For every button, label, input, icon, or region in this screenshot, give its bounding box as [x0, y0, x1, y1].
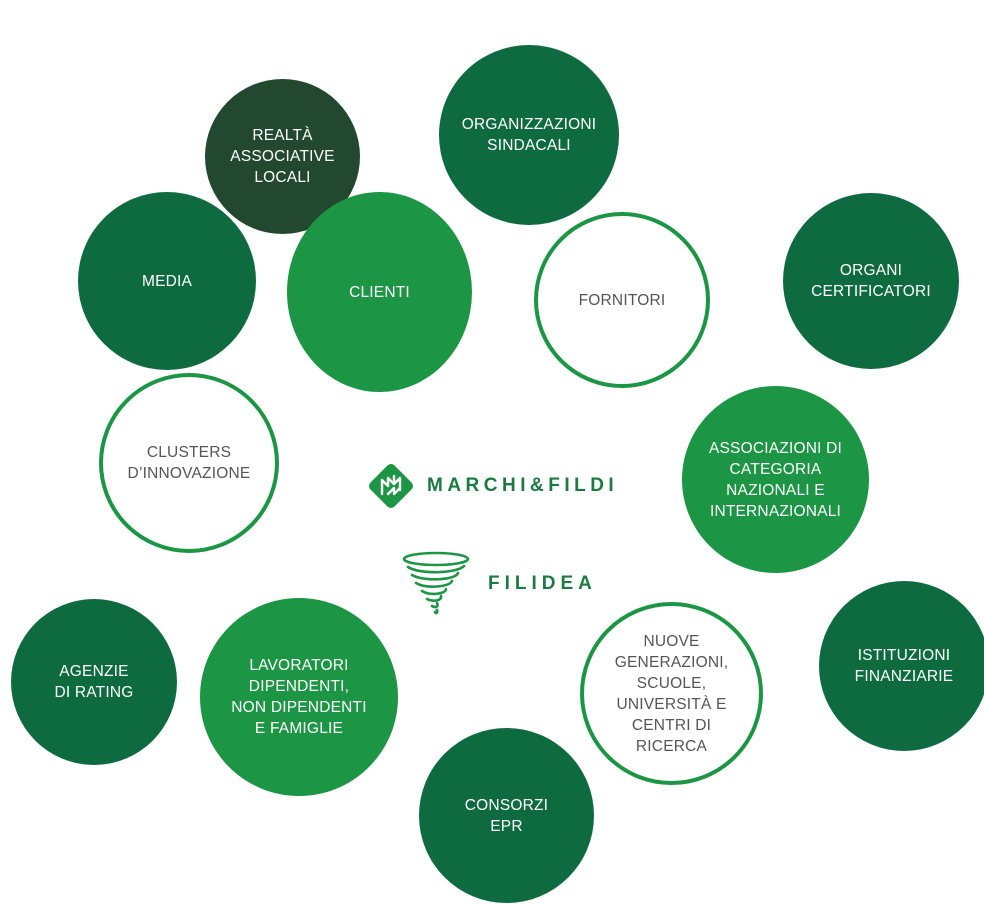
stakeholder-label: CONSORZI EPR [464, 796, 549, 835]
filidea-logo: FILIDEA [400, 550, 597, 618]
stakeholder-lavoratori: LAVORATORI DIPENDENTI, NON DIPENDENTI E … [200, 598, 398, 796]
stakeholder-organizzazioni-sindacali: ORGANIZZAZIONI SINDACALI [439, 45, 619, 225]
stakeholder-label: AGENZIE DI RATING [54, 663, 134, 701]
stakeholder-label: ASSOCIAZIONI DI CATEGORIA NAZIONALI E IN… [708, 439, 843, 520]
stakeholder-label: CLUSTERS D’INNOVAZIONE [127, 444, 251, 482]
stakeholder-consorzi-epr: CONSORZI EPR [419, 728, 594, 903]
stakeholder-label: ORGANIZZAZIONI SINDACALI [461, 116, 597, 154]
stakeholder-label: FORNITORI [578, 291, 666, 309]
stakeholder-associazioni-categoria: ASSOCIAZIONI DI CATEGORIA NAZIONALI E IN… [682, 386, 869, 573]
stakeholder-label: MEDIA [141, 272, 193, 290]
stakeholder-organi-certificatori: ORGANI CERTIFICATORI [783, 193, 959, 369]
stakeholder-istituzioni-finanziarie: ISTITUZIONI FINANZIARIE [819, 581, 984, 751]
stakeholder-clusters-innovazione: CLUSTERS D’INNOVAZIONE [99, 373, 279, 553]
stakeholder-label: REALTÀ ASSOCIATIVE LOCALI [230, 127, 335, 186]
marchi-fildi-wordmark: MARCHI&FILDI [427, 475, 619, 496]
filidea-swirl-icon [402, 551, 470, 615]
stakeholder-label: NUOVE GENERAZIONI, SCUOLE, UNIVERSITÀ E … [614, 632, 729, 755]
stakeholder-media: MEDIA [78, 192, 256, 370]
filidea-wordmark: FILIDEA [488, 573, 597, 594]
stakeholder-label: ISTITUZIONI FINANZIARIE [854, 647, 954, 685]
stakeholder-nuove-generazioni: NUOVE GENERAZIONI, SCUOLE, UNIVERSITÀ E … [580, 602, 763, 785]
stakeholder-label: CLIENTI [349, 283, 410, 301]
marchi-fildi-mark-icon [369, 464, 413, 508]
stakeholder-agenzie-rating: AGENZIE DI RATING [11, 599, 177, 765]
marchi-fildi-logo: MARCHI&FILDI [365, 460, 618, 512]
stakeholder-fornitori: FORNITORI [534, 212, 710, 388]
stakeholder-label: LAVORATORI DIPENDENTI, NON DIPENDENTI E … [231, 657, 367, 737]
stakeholder-label: ORGANI CERTIFICATORI [811, 262, 931, 300]
stakeholder-realta-associative-locali: REALTÀ ASSOCIATIVE LOCALI [205, 79, 360, 234]
stakeholder-clienti: CLIENTI [287, 192, 472, 392]
